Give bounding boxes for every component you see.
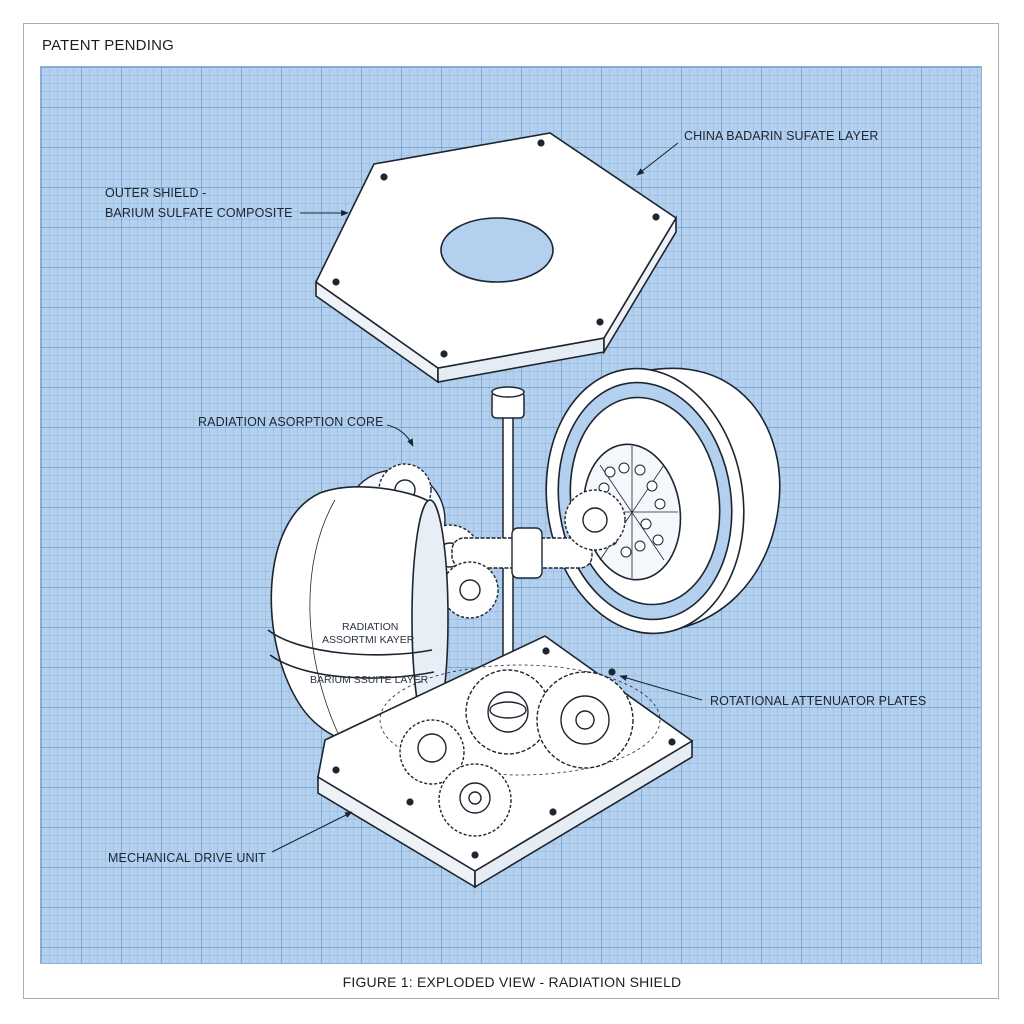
china-layer-callout: CHINA BADARIN SUFATE LAYER bbox=[684, 129, 879, 143]
sphere-layer-label-line1: RADIATION bbox=[342, 621, 399, 633]
drive-unit-callout: MECHANICAL DRIVE UNIT bbox=[108, 851, 266, 865]
patent-pending-header: PATENT PENDING bbox=[42, 37, 174, 54]
sphere-layer-label-line2: ASSORTMI KAYER bbox=[322, 634, 415, 646]
front-hemisphere bbox=[267, 486, 449, 749]
hexagonal-top-plate bbox=[314, 132, 678, 384]
leader-lines bbox=[271, 142, 703, 853]
figure-caption: FIGURE 1: EXPLODED VIEW - RADIATION SHIE… bbox=[342, 974, 682, 990]
drawing-frame bbox=[23, 23, 999, 999]
attenuator-plates-callout: ROTATIONAL ATTENUATOR PLATES bbox=[710, 694, 927, 708]
drive-gears bbox=[399, 669, 634, 837]
back-hemisphere bbox=[545, 367, 781, 635]
outer-shield-callout-line2: BARIUM SULFATE COMPOSITE bbox=[105, 206, 293, 220]
sulfate-layer-label: BARIUM SSUITE LAYER bbox=[310, 674, 429, 686]
absorption-core-callout: RADIATION ASORPTION CORE bbox=[198, 415, 384, 429]
outer-shield-callout-line1: OUTER SHIELD - bbox=[105, 186, 207, 200]
